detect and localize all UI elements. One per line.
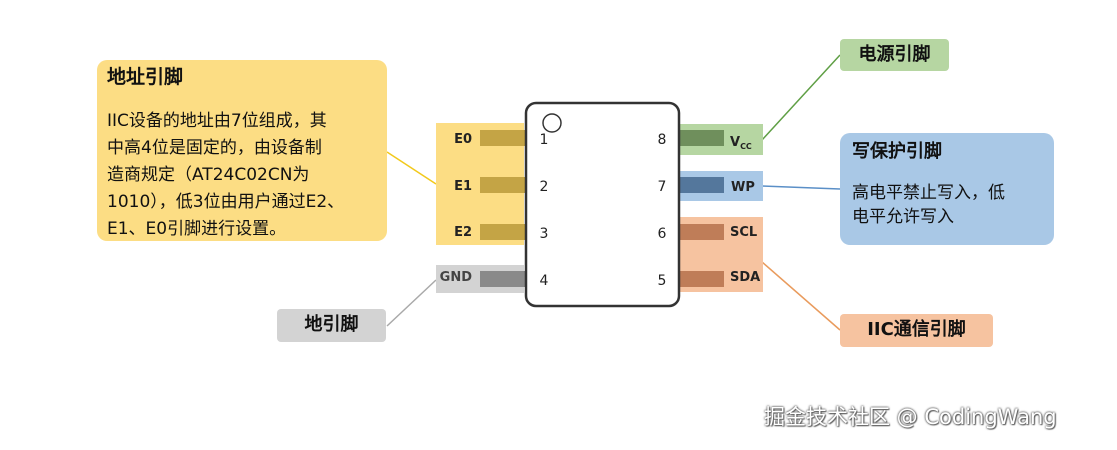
address-pins-title: 地址引脚 bbox=[107, 66, 184, 88]
pin-6-number: 6 bbox=[658, 226, 667, 242]
connector-ground bbox=[386, 279, 437, 327]
write-protect-description: 高电平禁止写入，低 电平允许写入 bbox=[852, 181, 1044, 229]
address-line-5: E1、E0引脚进行设置。 bbox=[107, 219, 287, 239]
connector-write-protect bbox=[761, 185, 841, 190]
write-protect-title: 写保护引脚 bbox=[852, 141, 942, 162]
write-protect-line-1: 高电平禁止写入，低 bbox=[852, 183, 1005, 203]
pin-7-number: 7 bbox=[658, 179, 667, 195]
iic-pins-tag: IIC通信引脚 bbox=[840, 314, 993, 347]
pin-e1-bar bbox=[480, 177, 526, 193]
pin-wp-name: WP bbox=[731, 180, 755, 195]
address-line-3: 造商规定（AT24C02CN为 bbox=[107, 165, 310, 185]
pin-4-number: 4 bbox=[540, 273, 549, 289]
address-pins-description: IIC设备的地址由7位组成，其 中高4位是固定的，由设备制 造商规定（AT24C… bbox=[107, 108, 377, 243]
pin-vcc-bar bbox=[678, 130, 724, 146]
pin-gnd-bar bbox=[480, 271, 526, 287]
write-protect-callout: 写保护引脚 高电平禁止写入，低 电平允许写入 bbox=[840, 133, 1054, 245]
pin-sda-name: SDA bbox=[730, 270, 760, 285]
pin-sda-bar bbox=[678, 271, 724, 287]
pin-2-number: 2 bbox=[540, 179, 549, 195]
address-line-4: 1010），低3位由用户通过E2、 bbox=[107, 192, 345, 212]
pin-e1-name: E1 bbox=[454, 179, 472, 194]
pin-scl-bar bbox=[678, 224, 724, 240]
pin-5-number: 5 bbox=[658, 273, 667, 289]
connector-power bbox=[761, 54, 841, 141]
address-pins-callout: 地址引脚 IIC设备的地址由7位组成，其 中高4位是固定的，由设备制 造商规定（… bbox=[97, 60, 387, 241]
pin-scl-name: SCL bbox=[730, 225, 757, 240]
pin-wp-bar bbox=[678, 177, 724, 193]
write-protect-line-2: 电平允许写入 bbox=[852, 207, 954, 227]
address-line-1: IIC设备的地址由7位组成，其 bbox=[107, 111, 327, 131]
pin-8-number: 8 bbox=[658, 132, 667, 148]
connector-iic bbox=[761, 261, 841, 331]
power-pin-tag: 电源引脚 bbox=[840, 39, 949, 71]
watermark: 掘金技术社区 @ CodingWang bbox=[764, 405, 1057, 429]
pin-e0-name: E0 bbox=[454, 132, 472, 147]
pin-3-number: 3 bbox=[540, 226, 549, 242]
ground-pin-tag: 地引脚 bbox=[277, 309, 386, 342]
pin-e0-bar bbox=[480, 130, 526, 146]
pin-1-number: 1 bbox=[540, 132, 549, 148]
connector-address bbox=[386, 151, 437, 185]
pin-gnd-name: GND bbox=[440, 270, 473, 285]
pin-vcc-name: VCC bbox=[730, 135, 752, 151]
address-line-2: 中高4位是固定的，由设备制 bbox=[107, 138, 322, 158]
pin1-marker bbox=[542, 113, 562, 133]
chip-body bbox=[524, 101, 681, 308]
pin-e2-bar bbox=[480, 224, 526, 240]
pin-e2-name: E2 bbox=[454, 225, 472, 240]
